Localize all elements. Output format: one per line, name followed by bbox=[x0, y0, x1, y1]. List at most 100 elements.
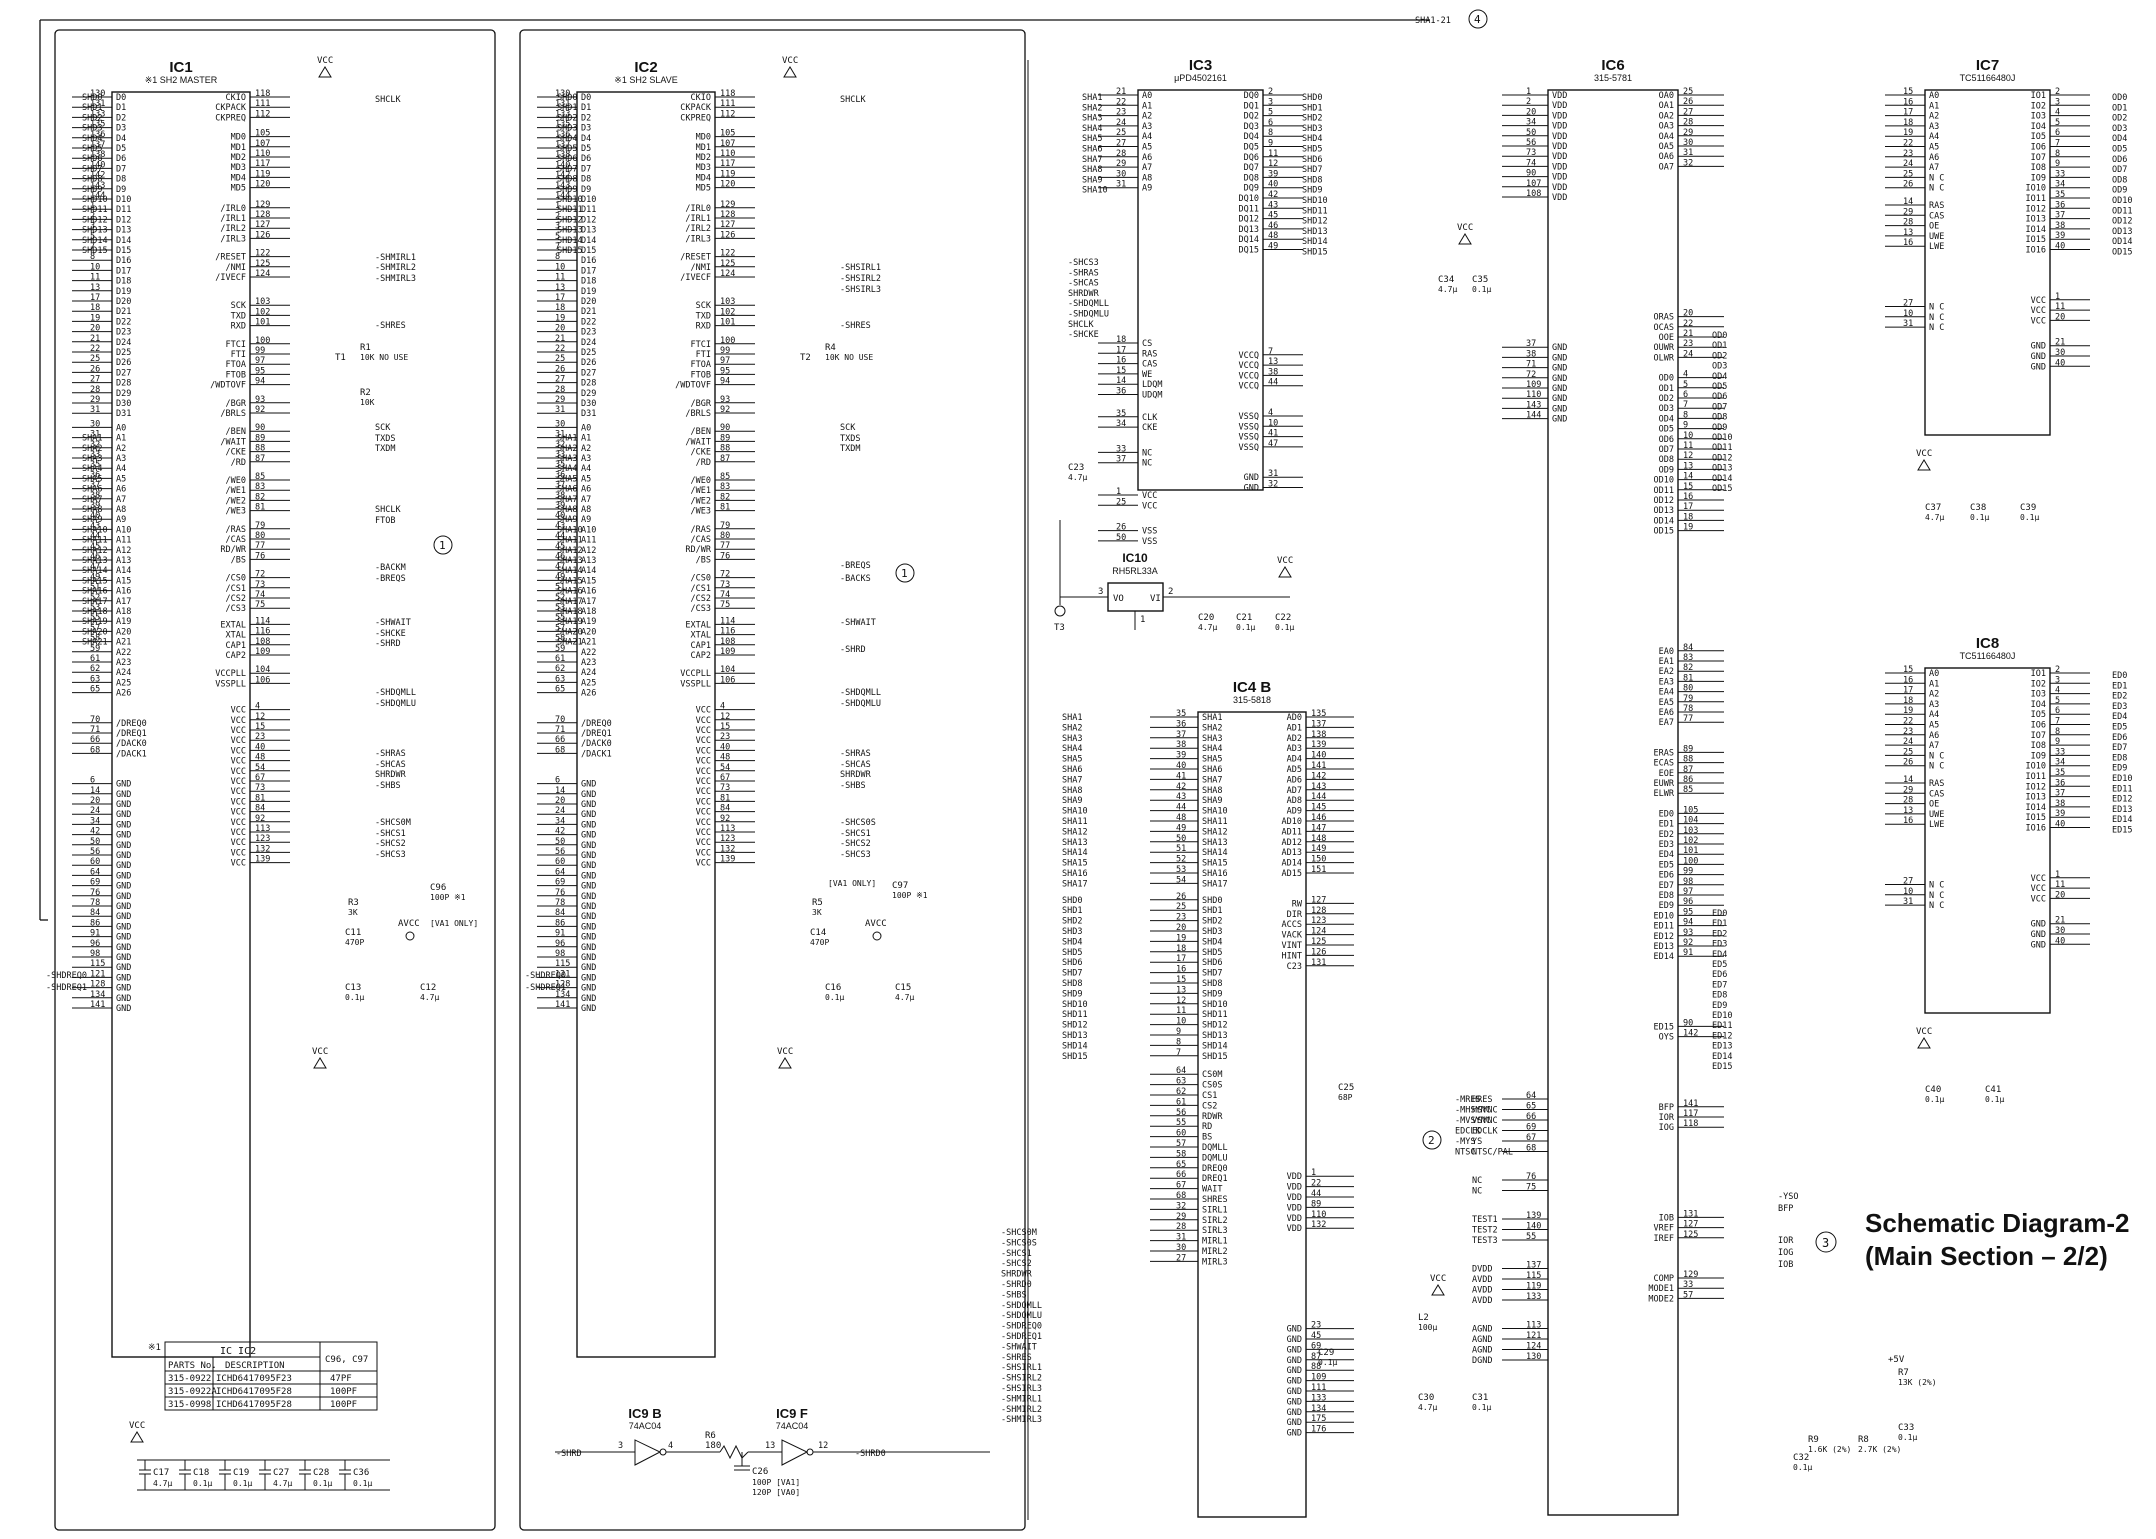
ic1-rpin-num: 90 bbox=[255, 423, 265, 433]
ic6-rpin-label: OD10 bbox=[1654, 476, 1674, 486]
ic8-rpin-label: IO4 bbox=[2031, 700, 2046, 710]
part-ref-r5: R5 bbox=[812, 898, 823, 908]
ic3-rpin-label: DQ4 bbox=[1244, 132, 1259, 142]
ic2-lpin-label: D20 bbox=[581, 297, 596, 307]
ic8-rpin-label: IO15 bbox=[2026, 813, 2046, 823]
ic3-rpin-label: DQ13 bbox=[1239, 225, 1259, 235]
ic6-lpin-num: 108 bbox=[1526, 189, 1541, 199]
ic1-lpin-num: 1 bbox=[90, 201, 95, 211]
ic1-lpin-label: D15 bbox=[116, 246, 131, 256]
ic6-rpin-num: 4 bbox=[1683, 370, 1688, 380]
part-ref-c25: C25 bbox=[1338, 1083, 1354, 1093]
ic2-rpin-label: /IVECF bbox=[680, 273, 711, 283]
ic1-rpin-label: /WE0 bbox=[226, 476, 246, 486]
ic1-right-net: -SHRD bbox=[375, 639, 401, 649]
ic6-lpin-num: 144 bbox=[1526, 411, 1541, 421]
ic2-data-net: SHD3 bbox=[557, 124, 577, 134]
ic4-rpin-label: VDD bbox=[1287, 1183, 1302, 1193]
ic4-rpin-label: GND bbox=[1287, 1335, 1302, 1345]
ic2-lpin-num: 137 bbox=[555, 140, 570, 150]
ic2-rpin-num: 109 bbox=[720, 647, 735, 657]
ic4-rpin-num: 45 bbox=[1311, 1331, 1321, 1341]
ic2-rpin-label: CAP2 bbox=[691, 651, 711, 661]
ic1-lpin-label: A16 bbox=[116, 587, 131, 597]
ic7-rpin-label: IO7 bbox=[2031, 153, 2046, 163]
ic6-lpin-label: GND bbox=[1552, 404, 1567, 414]
ic3-name: IC3 bbox=[1189, 57, 1212, 74]
ic6-rpin-label: ED4 bbox=[1659, 850, 1674, 860]
ic4-rpin-num: 22 bbox=[1311, 1179, 1321, 1189]
ic6-inner-pin-num: 69 bbox=[1526, 1123, 1536, 1133]
ic1-lpin-num: 35 bbox=[90, 460, 100, 470]
ic7-rpin-num: 38 bbox=[2055, 221, 2065, 231]
ic2-data-net: SHD1 bbox=[557, 103, 577, 113]
ic4-lpin-label: SHA10 bbox=[1202, 807, 1228, 817]
ic8-rpin-num: 34 bbox=[2055, 758, 2065, 768]
ic1-lpin-label: D18 bbox=[116, 277, 131, 287]
ic7-data-net: OD6 bbox=[2112, 155, 2127, 165]
cap-ref: C27 bbox=[273, 1468, 289, 1478]
ic1-data-net: SHD12 bbox=[82, 215, 108, 225]
ic6-rpin-label: ED6 bbox=[1659, 871, 1674, 881]
ic2-lpin-label: A23 bbox=[581, 658, 596, 668]
circled-marker-4-text: 4 bbox=[1474, 13, 1481, 26]
ic6-rpin-num: 80 bbox=[1683, 684, 1693, 694]
ic6-rpin-num: 95 bbox=[1683, 907, 1693, 917]
ic6-lpin-label: GND bbox=[1552, 364, 1567, 374]
ic2-addr-net: SHA18 bbox=[557, 607, 583, 617]
ic1-lpin-num: 69 bbox=[90, 878, 100, 888]
ic2-rpin-num: 110 bbox=[720, 149, 735, 159]
ic1-rpin-num: 116 bbox=[255, 627, 270, 637]
ic2-lpin-label: GND bbox=[581, 994, 596, 1004]
ic7-lpin-label: A2 bbox=[1929, 112, 1939, 122]
ic1-lpin-label: A21 bbox=[116, 638, 131, 648]
ic1-rpin-label: /IRL3 bbox=[220, 234, 246, 244]
ic1-addr-net: SHA8 bbox=[82, 505, 102, 515]
ic4-rpin-num: 132 bbox=[1311, 1220, 1326, 1230]
ic1-lpin-num: 20 bbox=[90, 324, 100, 334]
ic7-lpin-num: 19 bbox=[1903, 128, 1913, 138]
vcc-label: VCC bbox=[129, 1421, 145, 1431]
ic2-rpin-label: /NMI bbox=[691, 263, 711, 273]
ic2-rpin-label: /BEN bbox=[691, 427, 711, 437]
ic1-lpin-num: 6 bbox=[90, 776, 95, 786]
ic2-data-net: SHD6 bbox=[557, 154, 577, 164]
ic8-rpin-label: IO7 bbox=[2031, 731, 2046, 741]
ic3-rpin-num: 3 bbox=[1268, 97, 1273, 107]
ic8-rpin-label: VCC bbox=[2031, 874, 2046, 884]
ic2-rpin-label: /WE1 bbox=[691, 486, 711, 496]
ic2-addr-net: SHA6 bbox=[557, 485, 577, 495]
ic2-lpin-num: 32 bbox=[555, 440, 565, 450]
ic8-rpin-label: IO9 bbox=[2031, 751, 2046, 761]
ic6-ed-net: ED1 bbox=[1712, 919, 1727, 929]
ic4-rpin-label: GND bbox=[1287, 1366, 1302, 1376]
ic6-inner-pin-label: DGND bbox=[1472, 1356, 1492, 1366]
ic4-lpin-label: RD bbox=[1202, 1122, 1212, 1132]
ic6-inner-pin-label: AGND bbox=[1472, 1335, 1492, 1345]
ic2-lpin-num: 45 bbox=[555, 542, 565, 552]
ic6-inner-pin-label: TEST3 bbox=[1472, 1236, 1498, 1246]
ic4-rpin-num: 123 bbox=[1311, 916, 1326, 926]
part-value-c16: 0.1μ bbox=[825, 993, 844, 1002]
ic4-lpin-label: SHD8 bbox=[1202, 979, 1222, 989]
ic2-lpin-num: 43 bbox=[555, 521, 565, 531]
ic7-data-net: OD15 bbox=[2112, 248, 2132, 258]
ic2-right-net: -SHSIRL1 bbox=[840, 263, 881, 273]
ic8-rpin-label: IO13 bbox=[2026, 793, 2046, 803]
ic3-lpin-label: A5 bbox=[1142, 143, 1152, 153]
ic1-lpin-num: 56 bbox=[90, 847, 100, 857]
ic8-lpin-label: A4 bbox=[1929, 710, 1939, 720]
ic2-lpin-label: A15 bbox=[581, 576, 596, 586]
ic4-rpin-num: 148 bbox=[1311, 834, 1326, 844]
ic2-rpin-num: 90 bbox=[720, 423, 730, 433]
ic4-lpin-label: SHA8 bbox=[1202, 786, 1222, 796]
ic6-ed-net: ED14 bbox=[1712, 1052, 1732, 1062]
ic2-right-net: SHCLK bbox=[840, 95, 866, 105]
ic4-rpin-label: GND bbox=[1287, 1377, 1302, 1387]
ic8-lpin-label: A1 bbox=[1929, 679, 1939, 689]
part-ref-c96: C96 bbox=[430, 883, 446, 893]
ic2-rpin-label: CAP1 bbox=[691, 641, 711, 651]
ic2-lpin-label: GND bbox=[581, 963, 596, 973]
part-value-c96: 100P ※1 bbox=[430, 893, 466, 902]
ic1-right-net: -SHCS2 bbox=[375, 839, 406, 849]
